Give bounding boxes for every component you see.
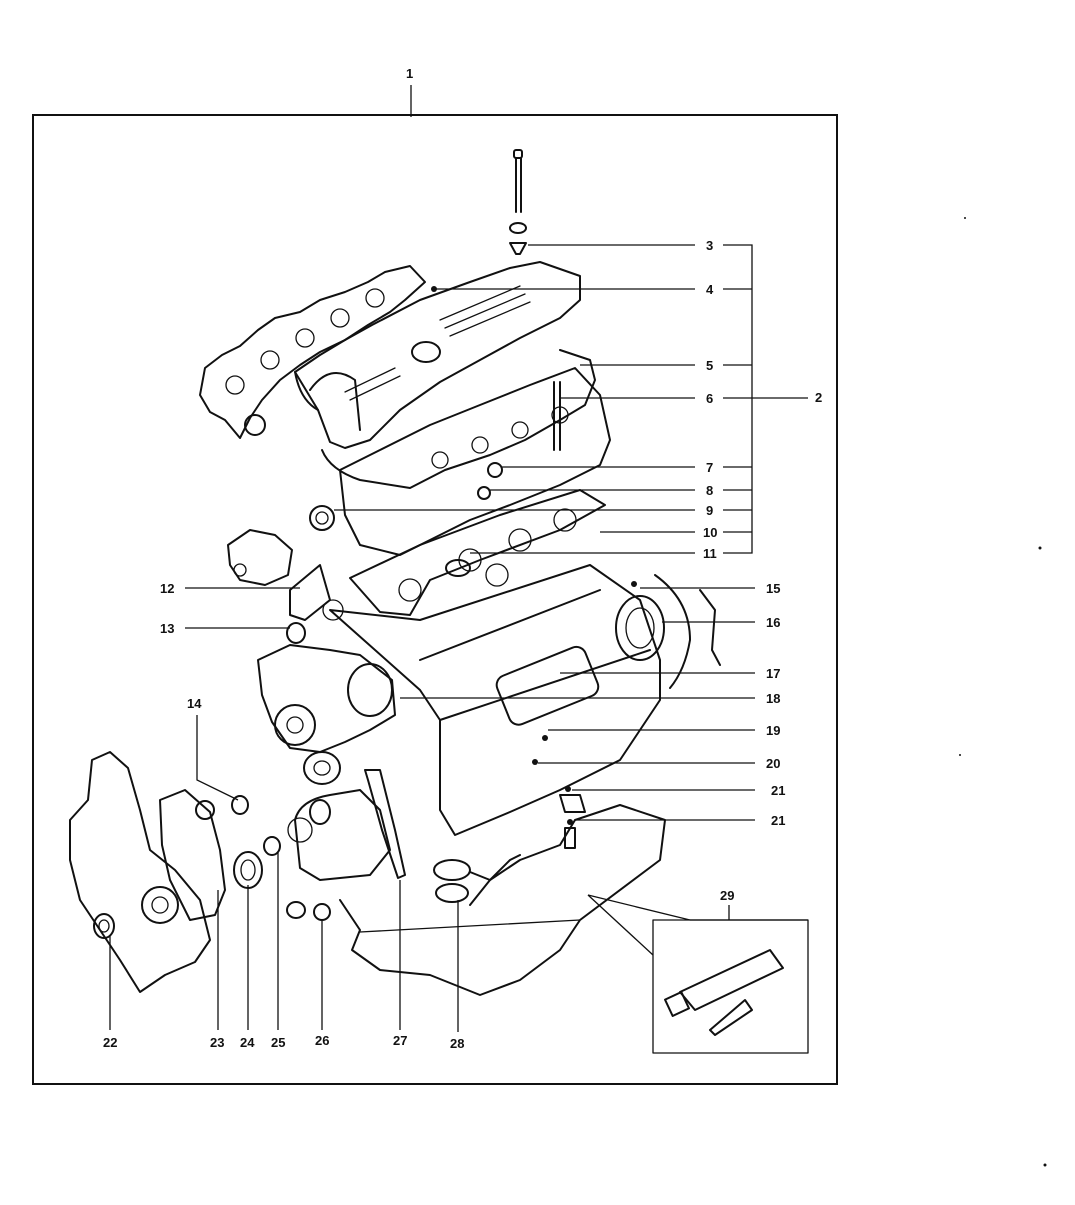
oil-pump-body	[294, 789, 391, 881]
cylinder-block	[322, 563, 661, 836]
intake-manifold-gasket	[199, 265, 437, 439]
crank-seal-22	[93, 913, 115, 939]
subkit-bracket	[723, 244, 808, 554]
leader-lines	[109, 244, 755, 1032]
callout-29: 29	[720, 888, 734, 903]
sealant-kit	[587, 894, 809, 1054]
callout-25: 25	[271, 1035, 285, 1050]
timing-cover	[69, 751, 211, 993]
callout-21-lower: 21	[771, 813, 785, 828]
callout-10: 10	[703, 525, 717, 540]
valve-assembly	[509, 149, 527, 255]
callout-26: 26	[315, 1033, 329, 1048]
engine-drawing	[69, 149, 809, 1054]
callout-4: 4	[706, 282, 714, 297]
rocker-cover	[294, 261, 581, 449]
plug-25	[263, 836, 281, 856]
callout-23: 23	[210, 1035, 224, 1050]
rear-oil-seal	[615, 574, 721, 689]
idler-bearing	[303, 751, 341, 785]
plug-14	[231, 795, 249, 815]
callout-16: 16	[766, 615, 780, 630]
water-pump	[257, 622, 396, 753]
callout-labels: 3 4 5 6 7 8 9 10 11 12 13 14 15 16 17 18…	[103, 238, 785, 1051]
plug-26	[313, 903, 331, 921]
subkit-number-label: 2	[815, 390, 822, 405]
callout-8: 8	[706, 483, 713, 498]
callout-21-upper: 21	[771, 783, 785, 798]
oil-strainer	[433, 854, 521, 903]
kit-number-label: 1	[406, 66, 413, 81]
crank-seal-24	[233, 851, 263, 889]
oil-seal-9	[309, 505, 335, 531]
callout-24: 24	[240, 1035, 255, 1050]
cover-gasket	[321, 349, 596, 489]
callout-18: 18	[766, 691, 780, 706]
callout-14: 14	[187, 696, 202, 711]
front-cover-gasket	[159, 789, 226, 921]
callout-15: 15	[766, 581, 780, 596]
callout-12: 12	[160, 581, 174, 596]
callout-17: 17	[766, 666, 780, 681]
callout-20: 20	[766, 756, 780, 771]
kit-frame	[32, 114, 838, 1085]
head-gasket	[349, 489, 606, 616]
callout-7: 7	[706, 460, 713, 475]
oil-pan	[339, 735, 666, 996]
callout-6: 6	[706, 391, 713, 406]
callout-27: 27	[393, 1033, 407, 1048]
callout-13: 13	[160, 621, 174, 636]
callout-22: 22	[103, 1035, 117, 1050]
callout-5: 5	[706, 358, 713, 373]
cylinder-head	[339, 367, 611, 556]
callout-3: 3	[706, 238, 713, 253]
callout-11: 11	[703, 546, 717, 561]
callout-9: 9	[706, 503, 713, 518]
callout-19: 19	[766, 723, 780, 738]
callout-28: 28	[450, 1036, 464, 1051]
dipstick-tube	[364, 769, 406, 879]
thermostat-housing	[227, 529, 331, 621]
scan-specks	[959, 217, 1047, 1167]
